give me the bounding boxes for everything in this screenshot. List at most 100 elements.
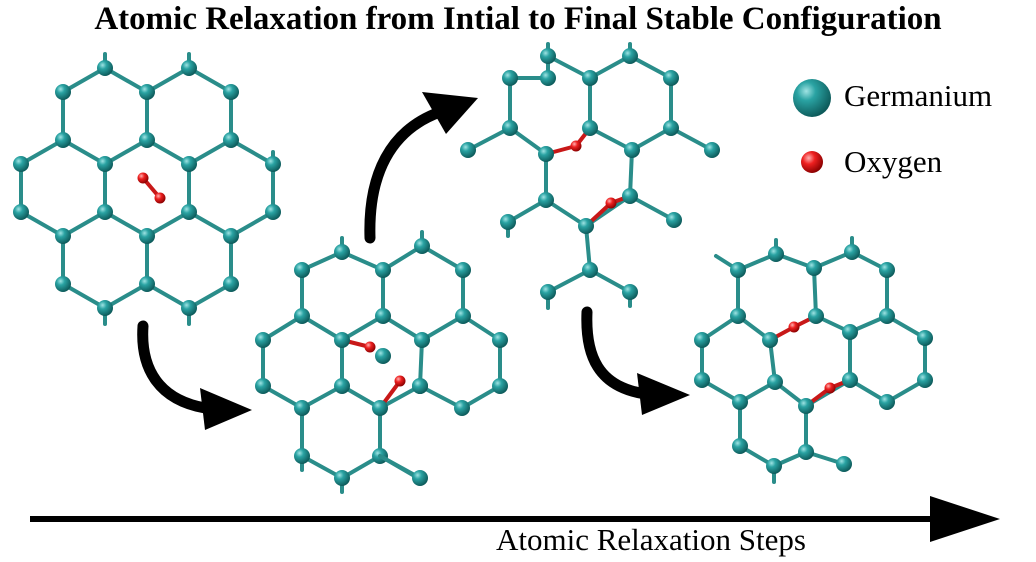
germanium-atom — [582, 70, 598, 86]
germanium-atom — [762, 332, 778, 348]
germanium-atom — [97, 156, 113, 172]
germanium-atom — [255, 332, 271, 348]
germanium-atom — [412, 378, 428, 394]
germanium-atom — [538, 146, 554, 162]
germanium-atom — [294, 400, 310, 416]
germanium-atom — [582, 262, 598, 278]
germanium-atom — [223, 132, 239, 148]
germanium-legend-label: Germanium — [844, 78, 993, 113]
germanium-atom — [666, 212, 682, 228]
germanium-atom — [294, 308, 310, 324]
oxygen-atom — [364, 341, 376, 353]
germanium-atom — [55, 228, 71, 244]
oxygen-atom — [788, 321, 800, 333]
germanium-atom — [492, 378, 508, 394]
germanium-atom — [578, 218, 594, 234]
germanium-atom — [97, 300, 113, 316]
germanium-atom — [798, 398, 814, 414]
ge-ge-bond — [19, 138, 65, 166]
ge-ge-bond — [145, 138, 191, 166]
germanium-atom — [836, 456, 852, 472]
germanium-atom — [223, 84, 239, 100]
germanium-atom — [663, 120, 679, 136]
germanium-atom — [624, 142, 640, 158]
germanium-atom — [842, 324, 858, 340]
germanium-atom — [622, 48, 638, 64]
germanium-atom — [139, 132, 155, 148]
intermediate-structure-2 — [460, 42, 720, 310]
germanium-atom — [766, 458, 782, 474]
germanium-atom — [694, 372, 710, 388]
ge-ge-bond — [103, 138, 149, 166]
germanium-atom — [540, 284, 556, 300]
germanium-atom — [732, 394, 748, 410]
germanium-atom — [181, 204, 197, 220]
ge-ge-bond — [103, 66, 149, 94]
germanium-atom — [798, 444, 814, 460]
initial-structure — [13, 52, 281, 326]
ge-ge-bond — [187, 282, 233, 310]
germanium-atom — [492, 332, 508, 348]
germanium-atom — [55, 84, 71, 100]
germanium-atom — [808, 308, 824, 324]
germanium-atom — [139, 228, 155, 244]
germanium-atom — [917, 330, 933, 346]
germanium-atom — [806, 260, 822, 276]
germanium-atom — [582, 120, 598, 136]
oxygen-atom — [394, 375, 406, 387]
germanium-atom — [55, 132, 71, 148]
germanium-atom — [917, 372, 933, 388]
germanium-atom — [694, 332, 710, 348]
ge-ge-bond — [229, 210, 275, 238]
germanium-atom — [265, 156, 281, 172]
oxygen-atom — [570, 140, 582, 152]
germanium-atom — [294, 448, 310, 464]
germanium-atom — [844, 244, 860, 260]
germanium-atom — [255, 378, 271, 394]
ge-ge-bond — [103, 210, 149, 238]
oxygen-atom — [154, 192, 166, 204]
germanium-atom — [97, 60, 113, 76]
ge-ge-bond — [61, 282, 107, 310]
germanium-atom — [372, 400, 388, 416]
germanium-atom — [502, 70, 518, 86]
ge-ge-bond — [145, 66, 191, 94]
germanium-atom — [375, 262, 391, 278]
germanium-atom — [223, 276, 239, 292]
germanium-atom — [455, 262, 471, 278]
ge-ge-bond — [229, 138, 275, 166]
germanium-atom — [139, 276, 155, 292]
germanium-atom — [460, 142, 476, 158]
ge-ge-bond — [145, 210, 191, 238]
germanium-atom — [181, 60, 197, 76]
germanium-atom — [622, 188, 638, 204]
ge-ge-bond — [61, 210, 107, 238]
figure-title: Atomic Relaxation from Intial to Final S… — [94, 1, 942, 37]
germanium-atom — [842, 372, 858, 388]
germanium-atom — [223, 228, 239, 244]
germanium-atom — [13, 204, 29, 220]
germanium-atom — [502, 120, 518, 136]
germanium-atom — [334, 332, 350, 348]
germanium-atom — [13, 156, 29, 172]
arrow-step2-to-final — [581, 306, 690, 415]
ge-ge-bond — [61, 138, 107, 166]
germanium-atom — [294, 262, 310, 278]
x-axis-label: Atomic Relaxation Steps — [496, 522, 806, 557]
germanium-atom — [414, 238, 430, 254]
ge-ge-bond — [145, 282, 191, 310]
germanium-atom — [879, 308, 895, 324]
germanium-atom — [767, 374, 783, 390]
oxygen-atom — [605, 197, 617, 209]
ge-ge-bond — [187, 210, 233, 238]
germanium-atom — [334, 378, 350, 394]
oxygen-legend-label: Oxygen — [844, 144, 943, 179]
germanium-atom — [414, 332, 430, 348]
germanium-atom — [375, 308, 391, 324]
germanium-atom — [454, 400, 470, 416]
germanium-atom — [412, 470, 428, 486]
relaxation-steps-arrow — [30, 496, 1000, 542]
germanium-atom — [540, 70, 556, 86]
ge-ge-bond — [61, 66, 107, 94]
